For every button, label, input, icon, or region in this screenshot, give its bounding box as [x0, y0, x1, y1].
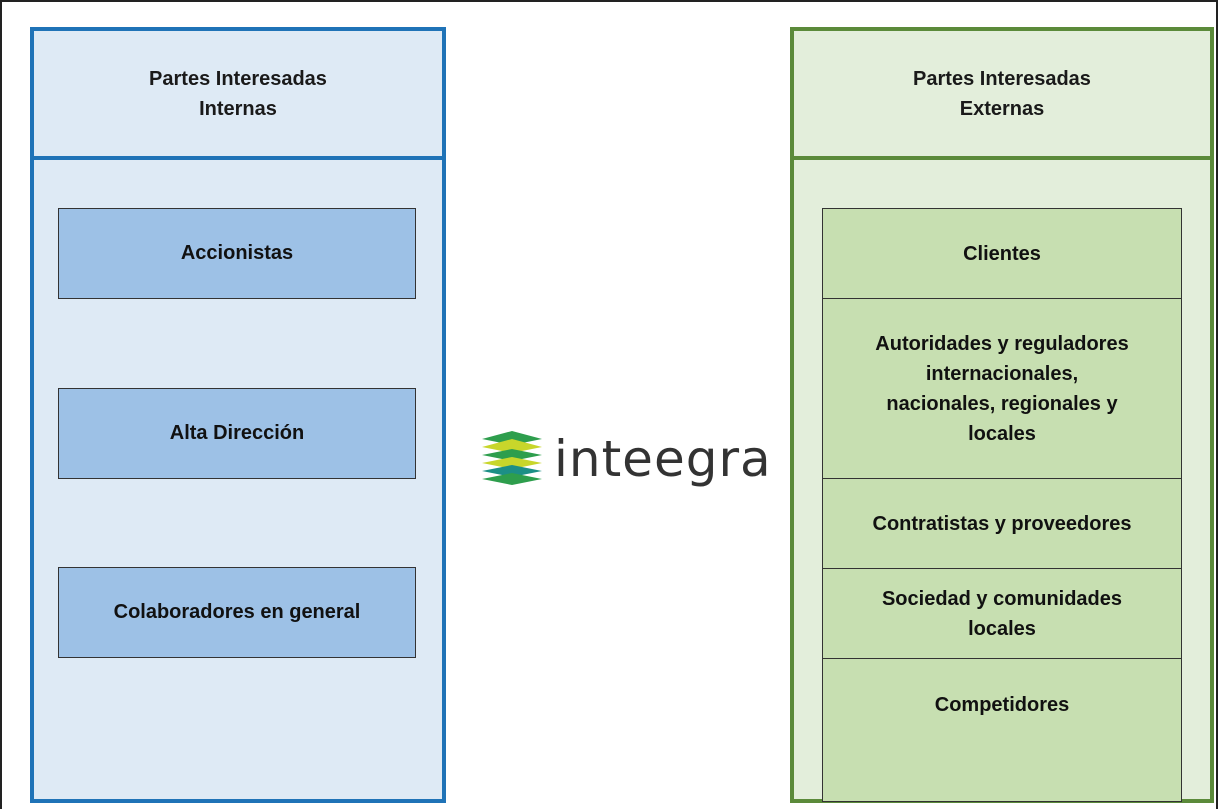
external-item-competidores: Competidores: [823, 659, 1181, 750]
external-item-label: Competidores: [934, 693, 1070, 716]
internal-item-accionistas: Accionistas: [58, 208, 416, 299]
external-items-stack: Clientes Autoridades y reguladores inter…: [822, 208, 1182, 802]
internal-item-alta-direccion: Alta Dirección: [58, 388, 416, 479]
external-item-label: Sociedad y comunidades locales: [881, 587, 1123, 640]
external-panel-header: Partes Interesadas Externas: [794, 31, 1210, 160]
inteegra-logo: inteegra: [478, 425, 771, 495]
external-item-label: Contratistas y proveedores: [872, 512, 1132, 535]
internal-item-label: Colaboradores en general: [113, 601, 361, 623]
internal-item-colaboradores: Colaboradores en general: [58, 567, 416, 658]
external-item-sociedad: Sociedad y comunidades locales: [823, 569, 1181, 659]
internal-panel-header: Partes Interesadas Internas: [34, 31, 442, 160]
inteegra-logo-mark-icon: [482, 431, 542, 485]
external-panel-title: Partes Interesadas Externas: [913, 67, 1091, 120]
internal-item-label: Accionistas: [180, 242, 294, 264]
external-item-label: Autoridades y reguladores internacionale…: [875, 332, 1129, 445]
external-item-clientes: Clientes: [823, 209, 1181, 299]
external-item-label: Clientes: [963, 242, 1041, 265]
internal-item-label: Alta Dirección: [169, 422, 305, 444]
inteegra-logo-text: inteegra: [554, 430, 772, 488]
internal-panel-title: Partes Interesadas Internas: [149, 67, 327, 120]
external-item-autoridades: Autoridades y reguladores internacionale…: [823, 299, 1181, 479]
external-item-contratistas: Contratistas y proveedores: [823, 479, 1181, 569]
